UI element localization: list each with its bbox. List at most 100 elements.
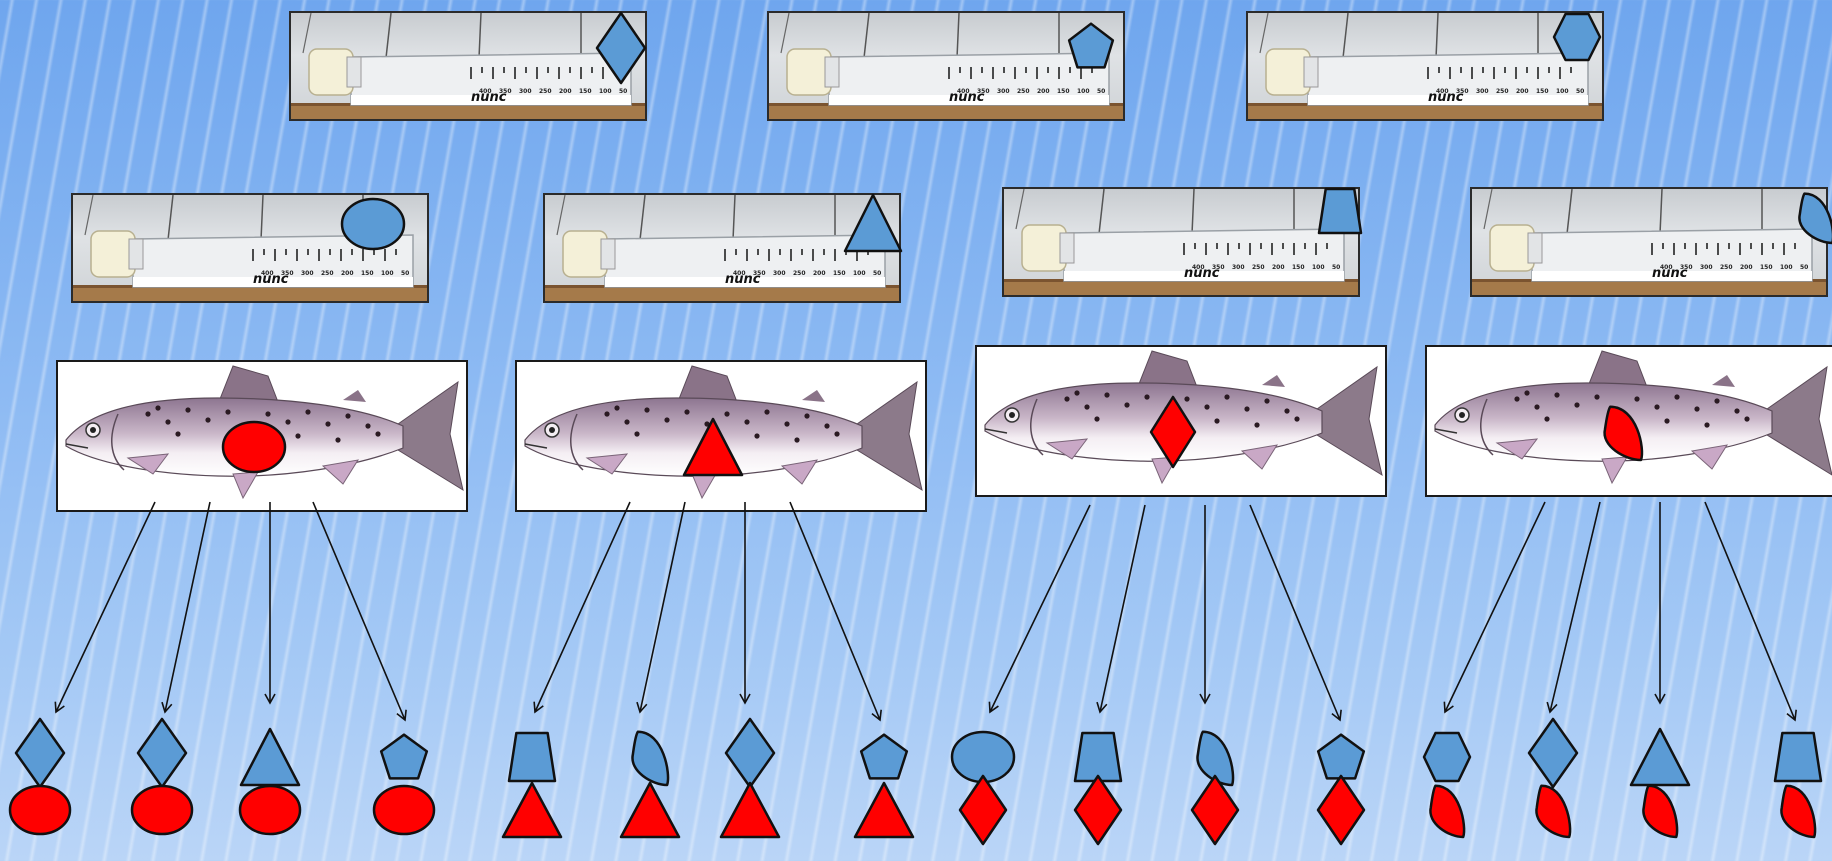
trout-illustration: [515, 360, 927, 512]
ellipse-red-marker: [238, 784, 302, 836]
flask-brand-label: nunc: [471, 90, 507, 105]
triangle-red-marker: [619, 781, 681, 839]
diamond-blue-marker: [136, 717, 188, 789]
trout-illustration: [56, 360, 468, 512]
ellipse-red-marker: [372, 784, 436, 836]
trapezoid-blue-marker: [1073, 731, 1123, 783]
flask-scale-label: 400: [733, 270, 746, 277]
pentagon-blue-marker: [1316, 733, 1366, 780]
flask-scale-label: 300: [997, 88, 1010, 95]
arrow: [161, 501, 211, 714]
trout-illustration: [1425, 345, 1832, 497]
flask-scale-label: 250: [1720, 264, 1733, 271]
flask-scale-label: 350: [281, 270, 294, 277]
arrow: [54, 501, 156, 714]
arrow: [1443, 501, 1546, 714]
flask-scale-label: 150: [1292, 264, 1305, 271]
offspring-pair: [1190, 730, 1240, 846]
flask-scale-label: 350: [1212, 264, 1225, 271]
half-ellipse-flask-marker: [1798, 192, 1832, 245]
ellipse-blue-marker: [950, 730, 1016, 784]
flask-scale-label: 300: [1232, 264, 1245, 271]
flask-scale-label: 350: [753, 270, 766, 277]
pentagon-blue-marker: [859, 733, 909, 780]
flask-scale-label: 200: [1740, 264, 1753, 271]
flask-scale-label: 100: [381, 270, 394, 277]
flask-scale-label: 400: [261, 270, 274, 277]
flask-scale-label: 100: [1312, 264, 1325, 271]
offspring-pair: [619, 730, 681, 839]
flask-scale-label: 50: [1097, 88, 1105, 95]
trout-illustration: [975, 345, 1387, 497]
offspring-pair: [853, 733, 915, 839]
flask-brand-label: nunc: [1652, 266, 1688, 281]
flask-scale-label: 400: [1192, 264, 1205, 271]
arrow: [988, 504, 1091, 714]
flask-scale-label: 200: [813, 270, 826, 277]
diamond-blue-marker: [724, 717, 776, 789]
flask-scale-label: 300: [773, 270, 786, 277]
flask-scale-label: 300: [519, 88, 532, 95]
fish-icon: [1434, 350, 1832, 485]
half-ellipse-red-marker: [1429, 784, 1466, 839]
flask-scale-label: 200: [1516, 88, 1529, 95]
flask-scale-label: 150: [1760, 264, 1773, 271]
flask-scale-label: 400: [1436, 88, 1449, 95]
arrow: [533, 501, 631, 714]
flask-scale-label: 200: [559, 88, 572, 95]
flask-scale-label: 100: [1780, 264, 1793, 271]
flask-scale-label: 350: [1680, 264, 1693, 271]
flask-scale-label: 150: [361, 270, 374, 277]
flask-scale-label: 350: [977, 88, 990, 95]
flask-scale-label: 400: [479, 88, 492, 95]
fish-icon: [524, 365, 923, 500]
ellipse-red-marker: [130, 784, 194, 836]
arrow: [312, 501, 407, 722]
ellipse-flask-marker: [340, 197, 406, 251]
arrow: [1704, 501, 1797, 722]
triangle-blue-marker: [239, 727, 301, 787]
flask-brand-label: nunc: [253, 272, 289, 287]
arrow: [1546, 501, 1601, 714]
offspring-pair: [1527, 717, 1579, 839]
flask-scale-label: 150: [579, 88, 592, 95]
flask-scale-label: 250: [321, 270, 334, 277]
triangle-red-marker: [853, 781, 915, 839]
offspring-pair: [372, 733, 436, 836]
flask-scale-label: 300: [1700, 264, 1713, 271]
diamond-red-marker: [958, 774, 1008, 846]
flask-scale-label: 350: [499, 88, 512, 95]
fish-icon: [984, 350, 1383, 485]
diamond-red-marker: [1316, 774, 1366, 846]
flask-scale-label: 250: [793, 270, 806, 277]
flask-scale-label: 250: [539, 88, 552, 95]
diamond-red-marker: [1073, 774, 1123, 846]
offspring-pair: [501, 731, 563, 839]
flask-scale-label: 100: [853, 270, 866, 277]
flask-scale-label: 50: [873, 270, 881, 277]
flask-scale-label: 200: [1037, 88, 1050, 95]
trapezoid-flask-marker: [1317, 187, 1363, 235]
half-ellipse-marker: [1603, 405, 1644, 462]
diamond-blue-marker: [1527, 717, 1579, 789]
half-ellipse-blue-marker: [1196, 730, 1235, 787]
arrow: [789, 501, 882, 722]
flask-scale-label: 50: [1576, 88, 1584, 95]
triangle-marker: [682, 417, 744, 477]
arrows: [54, 501, 1797, 722]
hexagon-blue-marker: [1422, 731, 1472, 783]
half-ellipse-red-marker: [1535, 784, 1572, 839]
offspring-markers: [8, 11, 1832, 846]
flask-scale-label: 250: [1252, 264, 1265, 271]
arrow: [636, 501, 686, 714]
flask-scale-label: 50: [401, 270, 409, 277]
